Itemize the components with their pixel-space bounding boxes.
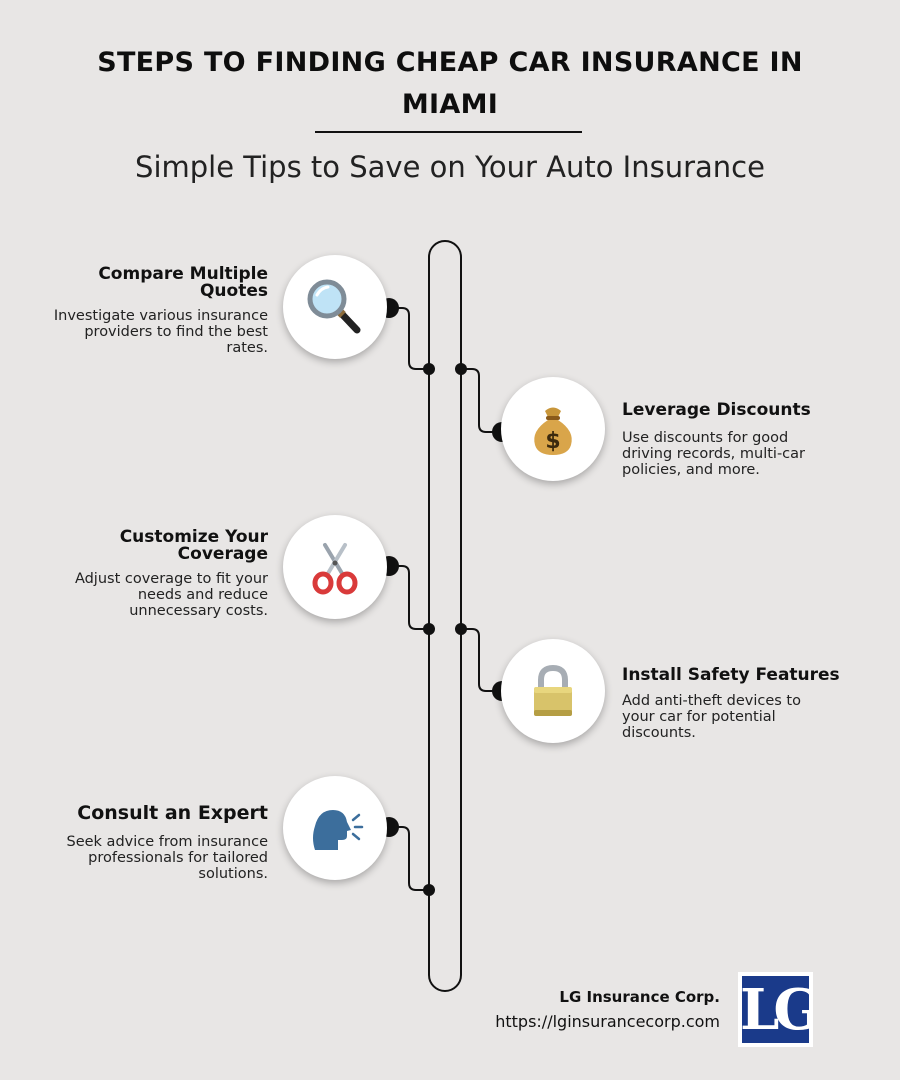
step-5-title: Consult an Expert — [77, 802, 268, 824]
company-url[interactable]: https://lginsurancecorp.com — [495, 1012, 720, 1031]
step-2-icon-circle: $ — [501, 377, 605, 481]
step-4-title: Install Safety Features — [622, 665, 840, 685]
connector-step-1 — [389, 307, 429, 370]
connector-step-4 — [461, 628, 502, 692]
connector-step-2 — [461, 368, 502, 433]
connector-dot-step-3-inner — [423, 623, 435, 635]
connector-dot-step-4-inner — [455, 623, 467, 635]
step-4-description: Add anti-theft devices to your car for p… — [622, 693, 801, 741]
magnifying-glass-icon — [307, 279, 361, 334]
connector-dot-step-1-inner — [423, 363, 435, 375]
connector-step-3 — [389, 565, 429, 630]
step-3-description: Adjust coverage to fit your needs and re… — [74, 571, 268, 619]
connector-dot-step-5-inner — [423, 884, 435, 896]
step-2-title: Leverage Discounts — [622, 400, 811, 420]
page-subtitle: Simple Tips to Save on Your Auto Insuran… — [135, 150, 765, 184]
step-3-title: Customize Your Coverage — [119, 527, 268, 564]
step-3-icon-circle — [283, 515, 387, 619]
page-title: STEPS TO FINDING CHEAP CAR INSURANCE IN … — [97, 47, 803, 120]
company-logo-text: LG — [742, 977, 809, 1043]
step-1-title: Compare Multiple Quotes — [98, 264, 268, 301]
speaking-head-icon — [313, 810, 364, 850]
step-5-icon-circle — [283, 776, 387, 880]
step-1-icon-circle — [283, 255, 387, 359]
title-divider — [315, 131, 582, 133]
step-2-description: Use discounts for good driving records, … — [622, 430, 806, 478]
connector-dot-step-2-inner — [455, 363, 467, 375]
step-4-icon-circle — [501, 639, 605, 743]
timeline-track — [428, 240, 462, 992]
step-1-description: Investigate various insurance providers … — [53, 308, 268, 356]
step-5-description: Seek advice from insurance professionals… — [66, 834, 269, 882]
company-logo: LG — [738, 972, 813, 1047]
company-logo-badge: LG — [742, 976, 809, 1043]
scissors-icon — [312, 543, 358, 595]
connector-step-5 — [389, 826, 429, 891]
svg-text:$: $ — [545, 429, 560, 454]
money-bag-icon: $ — [534, 407, 572, 455]
padlock-icon — [534, 664, 572, 716]
company-name: LG Insurance Corp. — [559, 988, 720, 1006]
